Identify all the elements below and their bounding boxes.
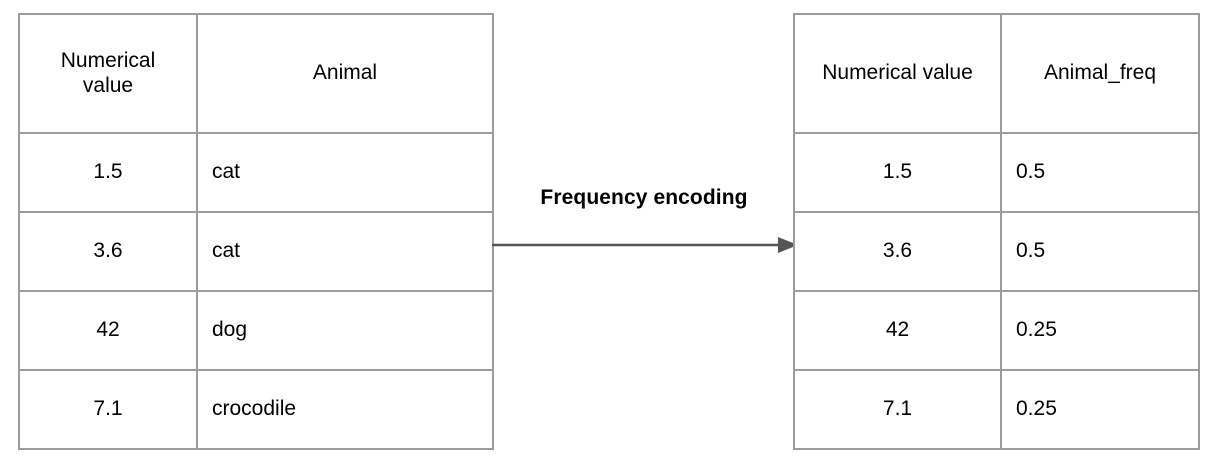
encoded-cell-value-2: 42 xyxy=(793,290,1002,371)
source-cell-value-2: 42 xyxy=(18,290,198,371)
table-row: 42 0.25 xyxy=(793,290,1200,371)
table-row: 1.5 cat xyxy=(18,132,494,213)
arrow-right-icon xyxy=(492,237,798,253)
table-row: 3.6 cat xyxy=(18,211,494,292)
encoded-table: Numerical value Animal_freq 1.5 0.5 3.6 … xyxy=(793,13,1200,450)
encoded-cell-value-1: 3.6 xyxy=(793,211,1002,292)
source-cell-animal-3: crocodile xyxy=(196,369,494,450)
encoded-cell-freq-3: 0.25 xyxy=(1000,369,1200,450)
encoded-header-animal-freq: Animal_freq xyxy=(1000,13,1200,134)
encoded-cell-value-0: 1.5 xyxy=(793,132,1002,213)
source-cell-animal-1: cat xyxy=(196,211,494,292)
table-header-row: Numerical value Animal_freq xyxy=(793,13,1200,134)
table-header-row: Numerical value Animal xyxy=(18,13,494,134)
source-header-animal: Animal xyxy=(196,13,494,134)
table-row: 42 dog xyxy=(18,290,494,371)
encoded-cell-freq-2: 0.25 xyxy=(1000,290,1200,371)
source-table: Numerical value Animal 1.5 cat 3.6 cat 4… xyxy=(18,13,494,450)
source-cell-value-3: 7.1 xyxy=(18,369,198,450)
table-row: 7.1 0.25 xyxy=(793,369,1200,450)
table-row: 1.5 0.5 xyxy=(793,132,1200,213)
encoded-cell-freq-1: 0.5 xyxy=(1000,211,1200,292)
transformation-arrow-group: Frequency encoding xyxy=(488,186,800,266)
source-cell-value-0: 1.5 xyxy=(18,132,198,213)
arrow-label: Frequency encoding xyxy=(540,186,748,209)
encoded-header-numerical-value: Numerical value xyxy=(793,13,1002,134)
source-cell-animal-2: dog xyxy=(196,290,494,371)
source-cell-value-1: 3.6 xyxy=(18,211,198,292)
table-row: 7.1 crocodile xyxy=(18,369,494,450)
source-header-numerical-value: Numerical value xyxy=(18,13,198,134)
encoded-cell-value-3: 7.1 xyxy=(793,369,1002,450)
encoded-cell-freq-0: 0.5 xyxy=(1000,132,1200,213)
table-row: 3.6 0.5 xyxy=(793,211,1200,292)
source-cell-animal-0: cat xyxy=(196,132,494,213)
